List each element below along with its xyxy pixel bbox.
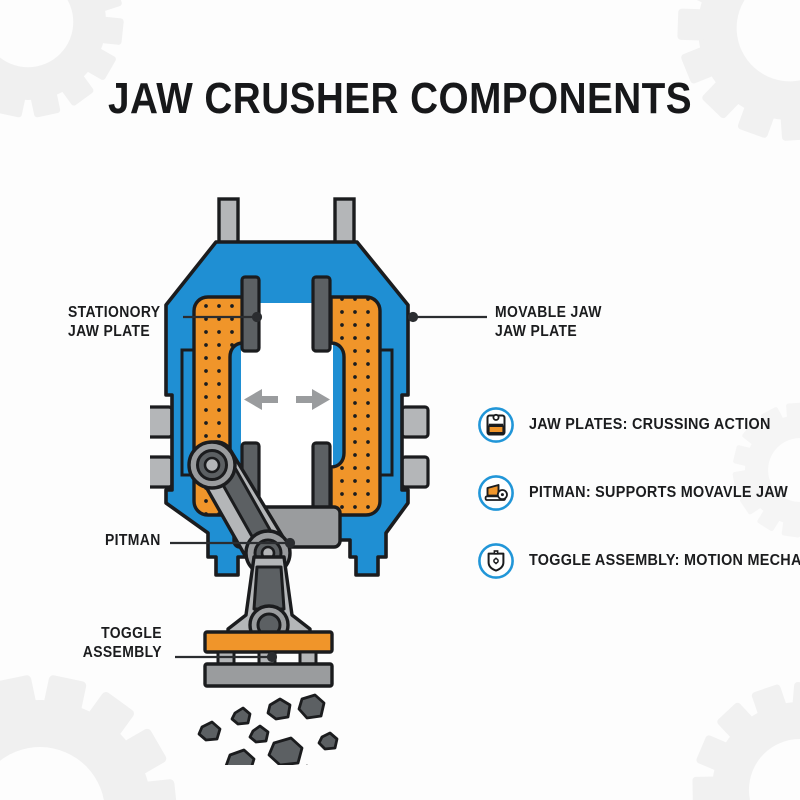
side-mount-lugs-left bbox=[150, 405, 174, 489]
frame-inner-recess-left bbox=[180, 348, 194, 477]
callout-line-2: JAW PLATE bbox=[495, 323, 578, 340]
callout-stationary-jaw-plate: STATIONORY JAW PLATE bbox=[68, 303, 160, 341]
callout-line-1: STATIONORY bbox=[68, 304, 161, 321]
callout-line-1: TOGGLE bbox=[101, 625, 162, 642]
legend-item-label: JAW PLATES: CRUSSING ACTION bbox=[529, 416, 771, 433]
movable-jaw-plate bbox=[329, 295, 382, 517]
shield-toggle-icon bbox=[478, 543, 514, 579]
bidirectional-motion-arrow bbox=[244, 389, 330, 410]
side-mount-lugs-right bbox=[400, 405, 430, 489]
crushing-chamber-cavity bbox=[241, 303, 333, 515]
legend-list: JAW PLATES: CRUSSING ACTION PITMAN: SUPP… bbox=[477, 402, 800, 606]
legend-item-label: PITMAN: SUPPORTS MOVAVLE JAW bbox=[529, 484, 789, 501]
legend-item-pitman[interactable]: PITMAN: SUPPORTS MOVAVLE JAW bbox=[477, 470, 800, 516]
callout-line-1: MOVABLE JAW bbox=[495, 304, 602, 321]
legend-item-jaw-plates[interactable]: JAW PLATES: CRUSSING ACTION bbox=[477, 402, 800, 448]
toggle-assembly bbox=[203, 630, 334, 688]
jaw-crusher-cross-section bbox=[150, 197, 430, 765]
top-bolts bbox=[217, 197, 356, 247]
legend-item-toggle-assembly[interactable]: TOGGLE ASSEMBLY: MOTION MECHANISM bbox=[477, 538, 800, 584]
page-title: JAW CRUSHER COMPONENTS bbox=[107, 74, 693, 123]
crushed-rock-fragments bbox=[197, 693, 339, 765]
legend-item-label: TOGGLE ASSEMBLY: MOTION MECHANISM bbox=[529, 552, 800, 569]
callout-toggle-assembly: TOGGLE ASSEMBLY bbox=[83, 624, 162, 662]
callout-line-2: JAW PLATE bbox=[68, 323, 151, 340]
callout-pitman: PITMAN bbox=[105, 531, 161, 550]
callout-line-1: PITMAN bbox=[105, 532, 161, 549]
pitman-arm-icon bbox=[478, 475, 514, 511]
jaw-plate-icon bbox=[478, 407, 514, 443]
callout-movable-jaw-plate: MOVABLE JAW JAW PLATE bbox=[495, 303, 602, 341]
frame-inner-recess-right bbox=[380, 348, 394, 477]
callout-line-2: ASSEMBLY bbox=[82, 644, 162, 661]
